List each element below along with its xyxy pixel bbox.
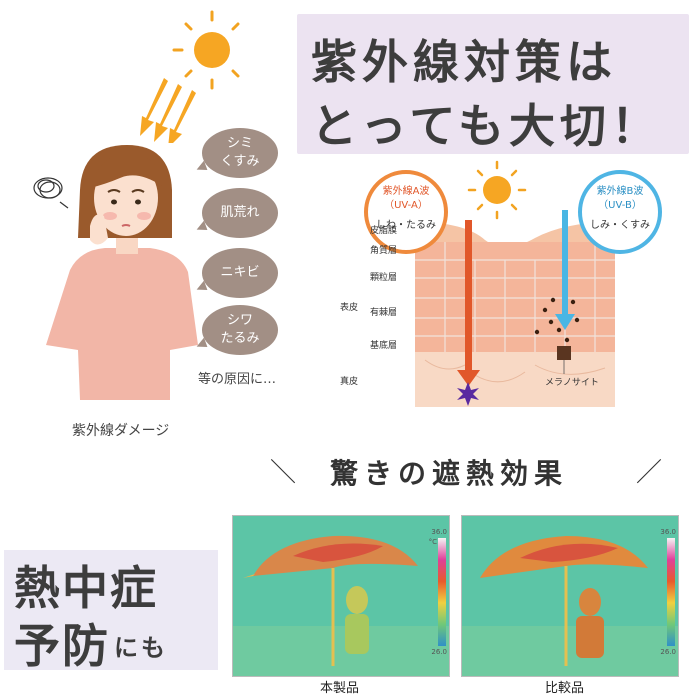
woman-caption: 紫外線ダメージ — [72, 423, 170, 439]
melanin-dots — [534, 297, 580, 343]
right-slash-mark: ／ — [636, 458, 663, 488]
uvb-arrow — [555, 210, 575, 330]
temperature-scale — [438, 538, 446, 646]
epidermis-label: 表皮 — [340, 303, 359, 313]
cause-text: 等の原因に… — [198, 372, 277, 387]
woman-illustration — [33, 145, 198, 400]
headline-panel: 紫外線対策は とっても大切！ — [297, 14, 689, 154]
skin-layers — [415, 222, 615, 407]
melanocyte-cell — [557, 346, 571, 360]
damage-star-icon — [457, 382, 479, 406]
layer-label: 有棘層 — [370, 308, 398, 318]
confusion-scribble-icon — [33, 177, 69, 209]
uvb-badge: 紫外線B波 （UV-B） しみ・くすみ — [578, 170, 662, 254]
uva-code: （UV-A） — [384, 200, 428, 211]
layer-label: 角質層 — [370, 246, 398, 256]
left-slash-mark: ＼ — [270, 458, 297, 488]
heatstroke-line-2: 予防 — [14, 619, 110, 673]
thermal-image-product: 36.0 °C 26.0 — [232, 515, 450, 677]
bubble-spots: シミ くすみ — [202, 128, 278, 178]
scale-max-label: 36.0 — [431, 528, 447, 536]
sun-rays-illustration — [140, 10, 240, 143]
uva-effect: しわ・たるみ — [376, 220, 436, 231]
product-label: 本製品 — [320, 681, 360, 696]
headline-line-1: 紫外線対策は — [311, 35, 617, 89]
skin-diagram — [415, 160, 615, 407]
heatstroke-line-1: 熱中症 — [14, 561, 158, 615]
melanocyte-label: メラノサイト — [545, 378, 599, 388]
heatstroke-suffix: にも — [114, 634, 168, 662]
thermal-image-comparison: 36.0 26.0 — [461, 515, 679, 677]
uva-badge: 紫外線A波 （UV-A） しわ・たるみ — [364, 170, 448, 254]
uva-arrow — [457, 220, 480, 386]
layer-label: 顆粒層 — [370, 273, 398, 283]
uv-arrows-icon — [140, 78, 196, 143]
scale-min-label: 26.0 — [660, 648, 676, 656]
uvb-effect: しみ・くすみ — [590, 220, 650, 231]
compare-label: 比較品 — [545, 681, 585, 696]
layer-label: 基底層 — [370, 341, 398, 351]
uvb-title: 紫外線B波 — [596, 186, 644, 197]
bubble-rough-skin: 肌荒れ — [202, 188, 278, 238]
bubble-text: 肌荒れ — [220, 205, 260, 220]
sun-icon — [172, 10, 240, 90]
bubble-wrinkles: シワ たるみ — [202, 305, 278, 355]
uvb-code: （UV-B） — [598, 200, 642, 211]
temperature-scale — [667, 538, 675, 646]
headline-line-2: とっても大切！ — [311, 99, 663, 153]
bubble-text: ニキビ — [220, 265, 260, 280]
scale-min-label: 26.0 — [431, 648, 447, 656]
bubble-text: シミ — [226, 136, 253, 151]
bubble-text: くすみ — [220, 154, 260, 169]
bubble-acne: ニキビ — [202, 248, 278, 298]
bubble-text: たるみ — [220, 331, 260, 346]
uva-title: 紫外線A波 — [382, 186, 430, 197]
layer-label: 皮脂膜 — [370, 226, 398, 236]
dermis-label: 真皮 — [340, 377, 359, 387]
sun-icon — [467, 160, 527, 220]
bubble-text: シワ — [226, 313, 253, 328]
section-title: 驚きの遮熱効果 — [330, 457, 569, 490]
scale-unit-label: °C — [428, 538, 437, 546]
scale-max-label: 36.0 — [660, 528, 676, 536]
heatstroke-panel: 熱中症 予防 にも — [4, 550, 218, 673]
